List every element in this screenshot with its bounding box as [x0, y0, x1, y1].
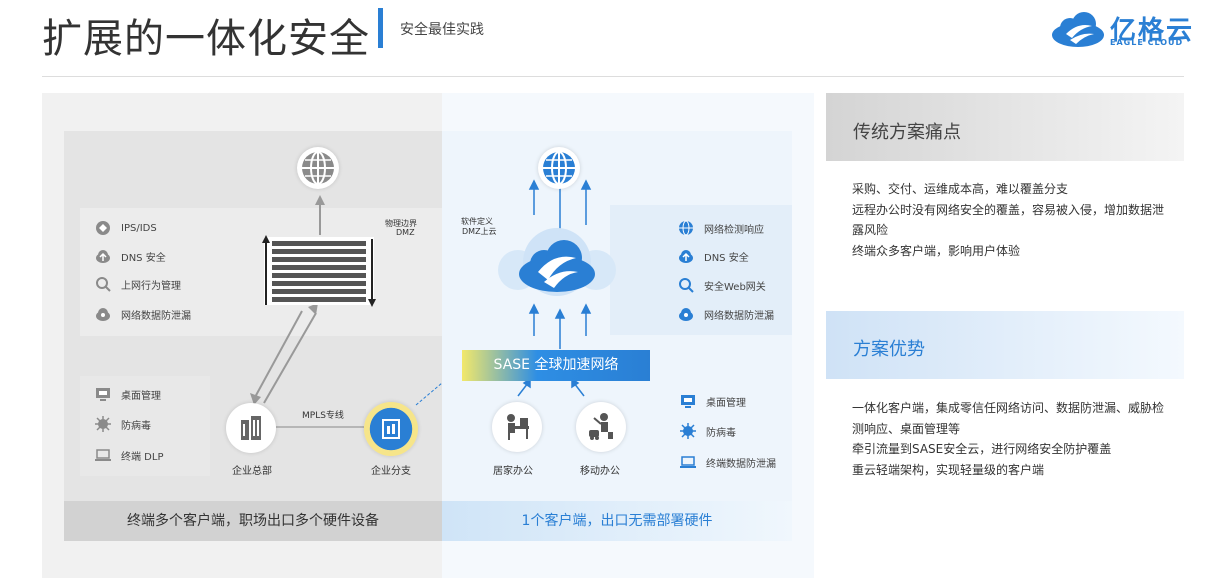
header-divider [42, 76, 1184, 77]
cloud-item-dns: DNS 安全 [678, 248, 749, 264]
cloud-upload-icon [95, 248, 111, 264]
logo-text: 亿格云 [1110, 16, 1195, 46]
hw-item-behavior: 上网行为管理 [95, 276, 181, 292]
pain-point: 终端众多客户端，影响用户体验 [852, 243, 1021, 258]
mid-client-dlp: 终端数据防泄漏 [680, 454, 776, 470]
cloud-shield-icon [95, 306, 111, 322]
sase-caption: 1个客户端，出口无需部署硬件 [442, 501, 792, 541]
pain-points-title: 传统方案痛点 [853, 122, 961, 143]
advantage: 一体化客户端，集成零信任网络访问、数据防泄漏、威胁检 [852, 401, 1165, 415]
sase-network-bar: SASE 全球加速网络 [462, 350, 650, 381]
laptop-icon [680, 454, 696, 470]
internet-globe-icon [297, 147, 339, 189]
cloud-upload-icon [678, 248, 694, 264]
page-subtitle: 安全最佳实践 [400, 22, 484, 38]
mobile-office-icon [576, 402, 626, 452]
hw-item-dns: DNS 安全 [95, 248, 166, 264]
client-item-antivirus: 防病毒 [95, 416, 151, 432]
advantages-body [826, 379, 1184, 578]
hq-building-icon [226, 403, 276, 453]
mpls-label: MPLS专线 [302, 411, 344, 421]
hw-item-dlp: 网络数据防泄漏 [95, 306, 191, 322]
cloud-item-dlp: 网络数据防泄漏 [678, 306, 774, 322]
search-icon [678, 277, 694, 293]
advantage: 重云轻端架构，实现轻量级的客户端 [852, 462, 1045, 477]
advantages-list: 一体化客户端，集成零信任网络访问、数据防泄漏、威胁检 测响应、桌面管理等 牵引流… [852, 398, 1170, 480]
mobile-office-label: 移动办公 [580, 466, 620, 477]
cloud-internet-globe-icon [538, 147, 580, 189]
pain-point: 采购、交付、运维成本高，难以覆盖分支 [852, 182, 1069, 196]
mid-client-antivirus: 防病毒 [680, 423, 736, 439]
pain-points-body [826, 161, 1184, 311]
desktop-manage-icon [680, 393, 696, 409]
hardware-rack-icon [262, 235, 376, 307]
advantages-title: 方案优势 [853, 339, 925, 360]
cloud-capability-box [610, 205, 792, 335]
globe-icon [678, 220, 694, 236]
branch-office-icon [364, 402, 418, 456]
cloud-shield-icon [678, 306, 694, 322]
hq-label: 企业总部 [232, 466, 272, 477]
home-office-label: 居家办公 [493, 466, 533, 477]
laptop-icon [95, 447, 111, 463]
mid-client-desktop: 桌面管理 [680, 393, 746, 409]
client-item-dlp: 终端 DLP [95, 447, 163, 463]
dmz-sublabel: DMZ [396, 228, 415, 237]
virus-icon [95, 416, 111, 432]
desktop-manage-icon [95, 386, 111, 402]
home-office-icon [492, 402, 542, 452]
page-title: 扩展的一体化安全 [42, 16, 370, 62]
advantage: 牵引流量到SASE安全云，进行网络安全防护覆盖 [852, 442, 1112, 456]
hardware-box [80, 208, 442, 336]
dmz-label: 物理边界 [385, 219, 417, 228]
traditional-caption: 终端多个客户端，职场出口多个硬件设备 [64, 501, 442, 541]
cloud-item-ndr: 网络检测响应 [678, 220, 764, 236]
eagle-cloud-logo-icon [1052, 12, 1104, 47]
branch-label: 企业分支 [371, 466, 411, 477]
search-icon [95, 276, 111, 292]
logo-subtext: EAGLE CLOUD [1110, 38, 1184, 47]
traditional-diagram-lines [250, 195, 442, 428]
title-divider [378, 8, 383, 48]
pain-point: 露风险 [852, 223, 889, 237]
client-item-desktop: 桌面管理 [95, 386, 161, 402]
virus-icon [680, 423, 696, 439]
sdp-label: 软件定义 [461, 217, 493, 226]
advantages-header [826, 311, 1184, 379]
hw-item-ips: IPS/IDS [95, 220, 157, 236]
ips-icon [95, 220, 111, 236]
pain-points-header [826, 93, 1184, 161]
sdp-sublabel: DMZ上云 [462, 227, 497, 236]
sase-cloud-icon [498, 228, 616, 296]
pain-points-list: 采购、交付、运维成本高，难以覆盖分支 远程办公时没有网络安全的覆盖，容易被入侵，… [852, 179, 1170, 261]
advantage: 测响应、桌面管理等 [852, 421, 961, 436]
pain-point: 远程办公时没有网络安全的覆盖，容易被入侵，增加数据泄 [852, 202, 1165, 217]
cloud-item-swg: 安全Web网关 [678, 277, 766, 293]
